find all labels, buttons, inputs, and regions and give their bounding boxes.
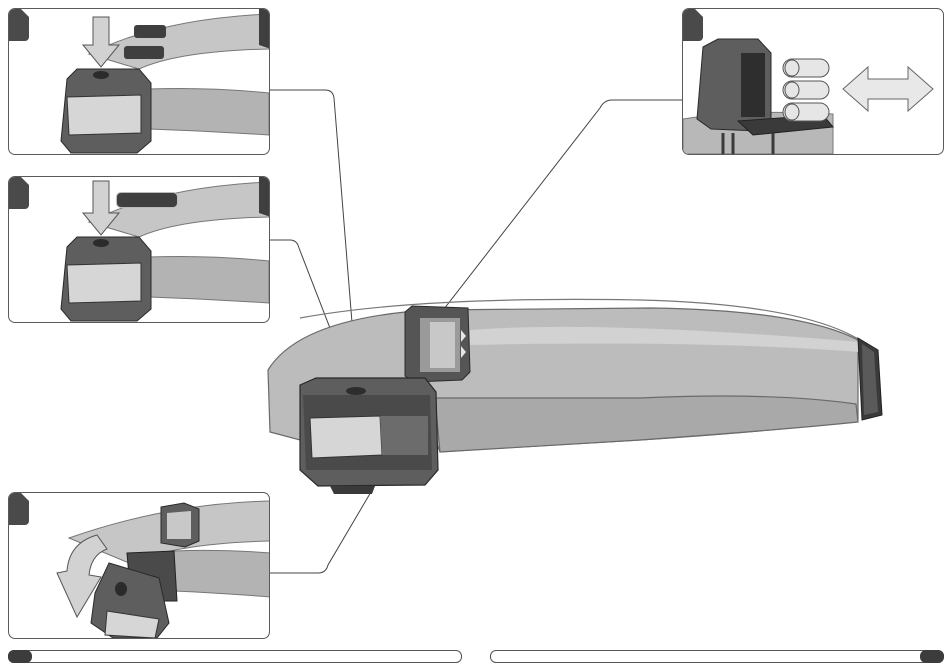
battery-icon [783, 59, 829, 121]
footer-dot [8, 650, 32, 663]
panel-battery-illustration [683, 9, 943, 154]
footer-bar-left [8, 650, 462, 663]
panel-mode [8, 176, 270, 323]
footer-dot [920, 650, 944, 663]
button-badge [116, 192, 178, 208]
double-arrow-icon [843, 67, 933, 111]
panel-tilt [8, 492, 270, 639]
lamp-housing [300, 378, 438, 494]
panel-tilt-illustration [9, 493, 269, 638]
footer-bar-right [490, 650, 944, 663]
button-badge [134, 25, 166, 38]
panel-battery [682, 8, 944, 155]
strap-adjuster [405, 306, 470, 382]
panel-on-off [8, 8, 270, 155]
button-badge [124, 46, 164, 59]
rear-buckle [858, 338, 882, 420]
